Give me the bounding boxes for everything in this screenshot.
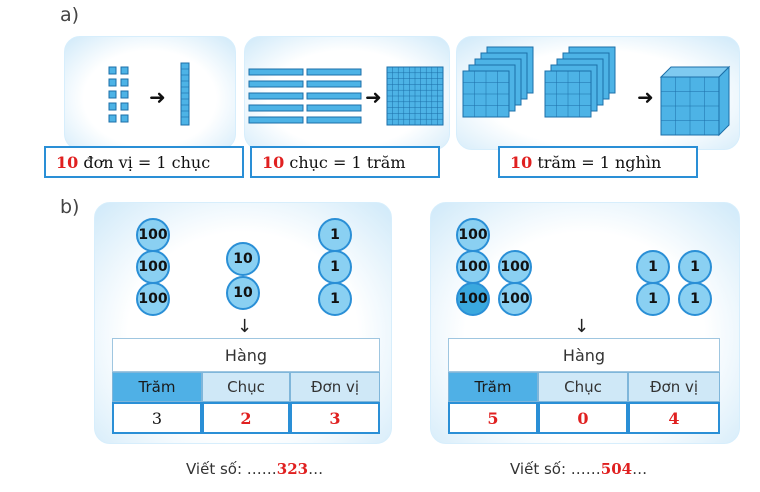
- coin-1: 1: [318, 282, 352, 316]
- coin-100: 100: [456, 218, 490, 252]
- equation-text: trăm = 1 nghìn: [532, 152, 662, 172]
- equation-units: 10 đơn vị = 1 chục: [44, 146, 244, 178]
- value-tens: 0: [538, 402, 628, 434]
- coin-100: 100: [136, 218, 170, 252]
- coin-1: 1: [678, 250, 712, 284]
- value-tens: 2: [202, 402, 290, 434]
- arrow-down-icon: ↓: [574, 316, 590, 337]
- value-ones: 3: [290, 402, 380, 434]
- coin-1: 1: [636, 250, 670, 284]
- equation-number: 10: [56, 152, 79, 172]
- coin-10: 10: [226, 242, 260, 276]
- panel-tens: ➜: [244, 36, 450, 150]
- coin-100: 100: [136, 282, 170, 316]
- coin-1: 1: [318, 218, 352, 252]
- write-number-1: Viết số: ……323…: [186, 460, 323, 478]
- column-hundreds: Trăm: [112, 372, 202, 402]
- write-label: Viết số: ……: [510, 460, 601, 478]
- answer-2: 504: [600, 460, 633, 478]
- column-ones: Đơn vị: [628, 372, 720, 402]
- value-hundreds: 5: [448, 402, 538, 434]
- coin-10: 10: [226, 276, 260, 310]
- part-b-label: b): [60, 196, 80, 218]
- coin-100: 100: [136, 250, 170, 284]
- arrow-down-icon: ↓: [237, 316, 253, 337]
- equation-text: chục = 1 trăm: [284, 152, 406, 172]
- write-suffix: …: [632, 460, 648, 478]
- panel-units: ➜: [64, 36, 236, 150]
- arrow-right-icon: ➜: [637, 85, 654, 109]
- coin-1: 1: [678, 282, 712, 316]
- coin-100: 100: [456, 282, 490, 316]
- coin-100: 100: [498, 250, 532, 284]
- equation-hundreds: 10 trăm = 1 nghìn: [498, 146, 698, 178]
- write-label: Viết số: ……: [186, 460, 277, 478]
- coin-1: 1: [636, 282, 670, 316]
- coin-1: 1: [318, 250, 352, 284]
- column-tens: Chục: [538, 372, 628, 402]
- part-a-label: a): [60, 4, 80, 26]
- equation-tens: 10 chục = 1 trăm: [250, 146, 440, 178]
- coin-100: 100: [456, 250, 490, 284]
- equation-number: 10: [510, 152, 533, 172]
- tens-to-hundred-illustration: [248, 66, 444, 126]
- table-header-hang: Hàng: [112, 338, 380, 372]
- write-number-2: Viết số: ……504…: [510, 460, 647, 478]
- arrow-right-icon: ➜: [365, 85, 382, 109]
- table-header-hang: Hàng: [448, 338, 720, 372]
- coin-100: 100: [498, 282, 532, 316]
- write-suffix: …: [308, 460, 324, 478]
- column-ones: Đơn vị: [290, 372, 380, 402]
- column-tens: Chục: [202, 372, 290, 402]
- equation-number: 10: [262, 152, 285, 172]
- units-to-ten-illustration: [108, 62, 190, 126]
- value-ones: 4: [628, 402, 720, 434]
- value-hundreds: 3: [112, 402, 202, 434]
- arrow-right-icon: ➜: [149, 85, 166, 109]
- column-hundreds: Trăm: [448, 372, 538, 402]
- panel-hundreds: ➜: [456, 36, 740, 150]
- hundreds-to-thousand-illustration: [462, 46, 731, 137]
- answer-1: 323: [276, 460, 309, 478]
- equation-text: đơn vị = 1 chục: [78, 152, 211, 172]
